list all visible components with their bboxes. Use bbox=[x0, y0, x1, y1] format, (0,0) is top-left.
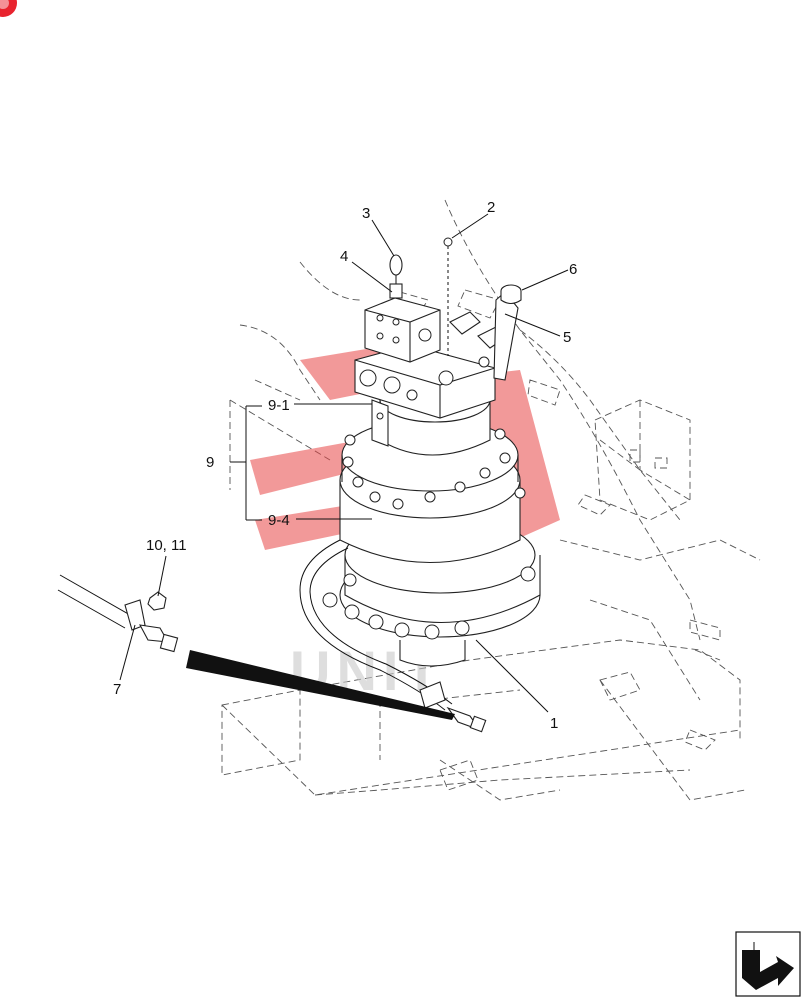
background-machinery bbox=[394, 289, 721, 791]
label-10-11: 10, 11 bbox=[146, 537, 187, 554]
label-9: 9 bbox=[206, 454, 214, 471]
label-3: 3 bbox=[362, 205, 370, 222]
flange-bolts bbox=[342, 428, 526, 510]
label-2: 2 bbox=[487, 199, 495, 216]
ring-bolts bbox=[322, 566, 536, 640]
phantom-frame bbox=[221, 199, 761, 801]
corner-badge-icon[interactable] bbox=[0, 0, 17, 17]
part-2-plug bbox=[443, 237, 453, 356]
label-7: 7 bbox=[113, 681, 121, 698]
callout-labels: 1 2 3 4 5 6 7 9 9-1 9-4 10, 11 bbox=[113, 199, 577, 732]
label-9-1: 9-1 bbox=[268, 397, 290, 414]
label-1: 1 bbox=[550, 715, 558, 732]
label-4: 4 bbox=[340, 248, 348, 265]
swing-motor-assembly bbox=[322, 297, 541, 667]
hose-assembly bbox=[57, 539, 487, 733]
part-5-6-pipe bbox=[493, 284, 522, 381]
label-9-4: 9-4 bbox=[268, 512, 290, 529]
leader-lines bbox=[119, 213, 569, 713]
next-page-arrow-icon[interactable] bbox=[735, 931, 801, 997]
label-6: 6 bbox=[569, 261, 577, 278]
label-5: 5 bbox=[563, 329, 571, 346]
part-3-eyebolt bbox=[389, 254, 403, 284]
part-4-breather bbox=[389, 283, 403, 299]
